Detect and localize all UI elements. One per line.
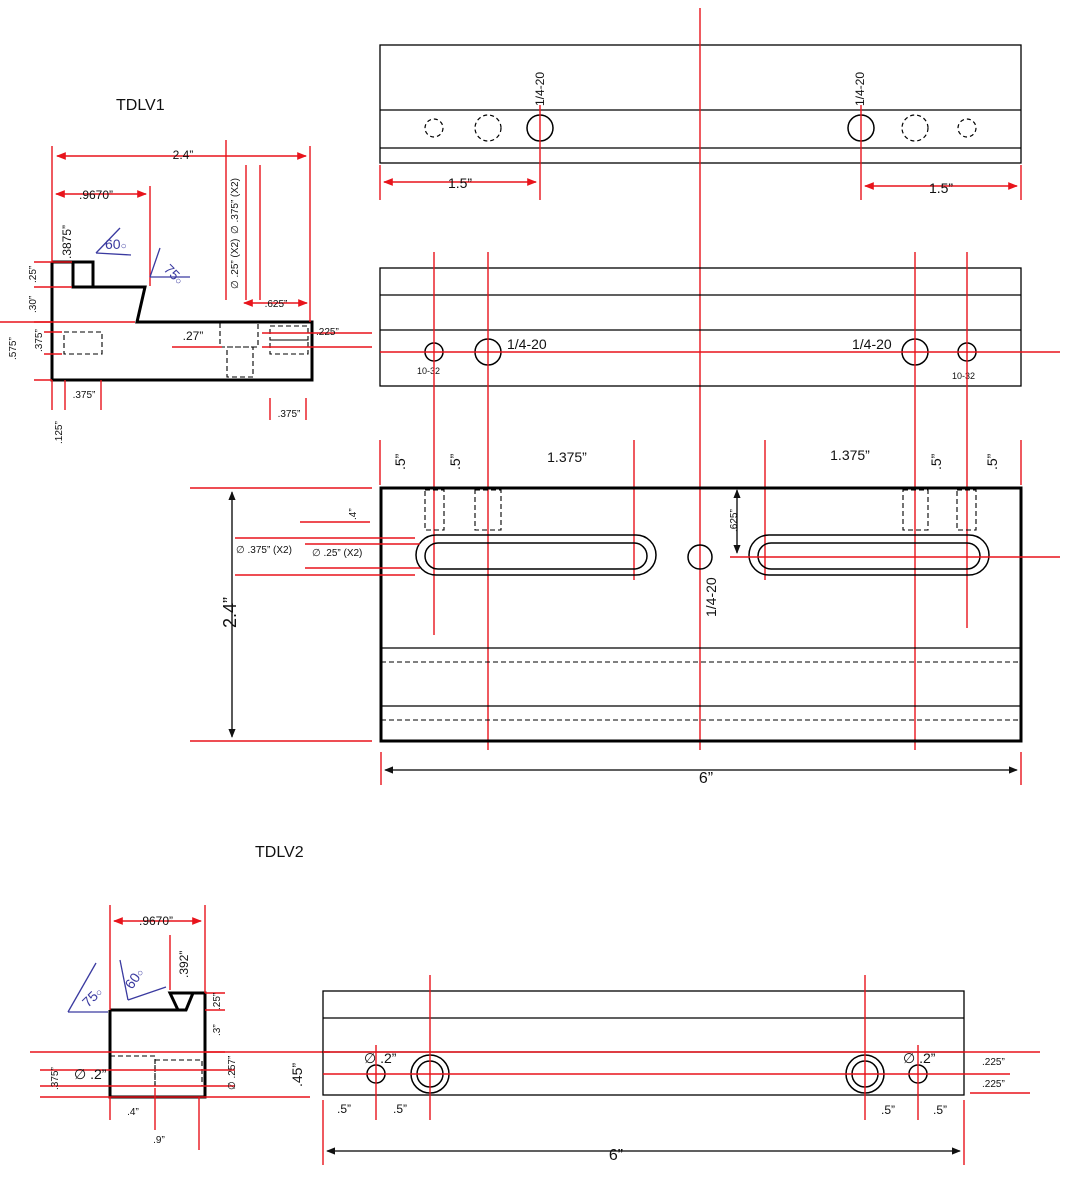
tdlv1-side-profile: 2.4” .9670” .3875” ∅ .375” (X2) ∅ .25” (… — [0, 140, 372, 444]
dim-6-v2: 6” — [609, 1147, 623, 1164]
dim-5-a: .5” — [392, 453, 408, 470]
dim-4-v2: .4” — [127, 1107, 139, 1118]
dim-45: .45” — [289, 1063, 305, 1087]
dim-625: .625” — [265, 299, 288, 310]
dim-4: .4” — [348, 508, 359, 520]
dim-225-b: .225” — [982, 1079, 1005, 1090]
tdlv2-front-view: ∅ .2” ∅ .2” .45” .225” .225” .5” .5” .5”… — [289, 975, 1040, 1165]
angle-75-label-v2: 75○ — [79, 984, 106, 1011]
dim-2-v2: ∅ .2” — [74, 1066, 107, 1082]
dim-5-c: .5” — [928, 453, 944, 470]
dim-25x2-plan: ∅ .25” (X2) — [312, 548, 362, 559]
dim-375x2: ∅ .375” (X2) — [230, 178, 241, 234]
title-tdlv2: TDLV2 — [255, 844, 304, 861]
tdlv1-plan-view: .5” .5” 1.375” 1.375” .5” .5” .4” ∅ .375… — [190, 447, 1060, 787]
dim-375b: .375” — [73, 390, 96, 401]
dim-5-d: .5” — [984, 453, 1000, 470]
dim-3-v2: .3” — [212, 1024, 223, 1036]
dim-2-4-plan: 2.4” — [220, 597, 240, 628]
thread-1420-c: 1/4-20 — [507, 336, 547, 352]
dim-375x2-plan: ∅ .375” (X2) — [236, 545, 292, 556]
dim-30: .30” — [28, 296, 39, 313]
dim-5-v2c: .5” — [881, 1103, 895, 1117]
thread-1032-b: 10-32 — [952, 371, 975, 381]
dim-225-a: .225” — [982, 1057, 1005, 1068]
angle-60-label: 60○ — [105, 236, 127, 252]
tdlv1-front-view: 1/4-20 1/4-20 10-32 10-32 — [379, 267, 1060, 387]
angle-75-label: 75○ — [161, 261, 188, 288]
title-tdlv1: TDLV1 — [116, 97, 165, 114]
dim-6-plan: 6” — [699, 770, 713, 787]
dim-3875: .3875” — [60, 225, 74, 259]
dim-125: .125” — [54, 421, 65, 444]
angle-60-label-v2: 60○ — [121, 965, 147, 992]
dim-5-v2b: .5” — [393, 1102, 407, 1116]
thread-1420-plan: 1/4-20 — [703, 577, 719, 617]
dim-2-b: ∅ .2” — [903, 1050, 936, 1066]
thread-1420-d: 1/4-20 — [852, 336, 892, 352]
thread-1032-a: 10-32 — [417, 366, 440, 376]
dim-392: .392” — [177, 951, 191, 978]
dim-2-4: 2.4” — [173, 148, 194, 162]
dim-375c: .375” — [278, 409, 301, 420]
dim-1-5-b: 1.5” — [929, 180, 953, 196]
dim-9670-v2: .9670” — [139, 914, 173, 928]
dim-27: .27” — [183, 329, 204, 343]
dim-1375-a: 1.375” — [547, 449, 587, 465]
dim-5-v2d: .5” — [933, 1103, 947, 1117]
dim-257: ∅ .257” — [227, 1056, 238, 1090]
dim-9670: .9670” — [79, 188, 113, 202]
dim-25-v2: .25” — [212, 993, 223, 1010]
dim-1-5-a: 1.5” — [448, 175, 472, 191]
thread-1420-a: 1/4-20 — [533, 72, 547, 106]
thread-1420-b: 1/4-20 — [853, 72, 867, 106]
dim-225: .225” — [316, 327, 339, 338]
dim-25: .25” — [28, 266, 39, 283]
dim-25x2: ∅ .25” (X2) — [230, 239, 241, 289]
dim-575: .575” — [8, 337, 19, 360]
dim-2-a: ∅ .2” — [364, 1050, 397, 1066]
dim-5-b: .5” — [447, 453, 463, 470]
tdlv2-side-profile: .9670” .392” .25” .3” .375” ∅ .2” ∅ .257… — [30, 905, 330, 1150]
dim-1375-b: 1.375” — [830, 447, 870, 463]
dim-9-v2: .9” — [153, 1135, 165, 1146]
dim-5-v2a: .5” — [337, 1102, 351, 1116]
dim-375-v2: .375” — [50, 1067, 61, 1090]
dim-375a: .375” — [34, 329, 45, 352]
dim-625-plan: .625” — [729, 509, 740, 532]
